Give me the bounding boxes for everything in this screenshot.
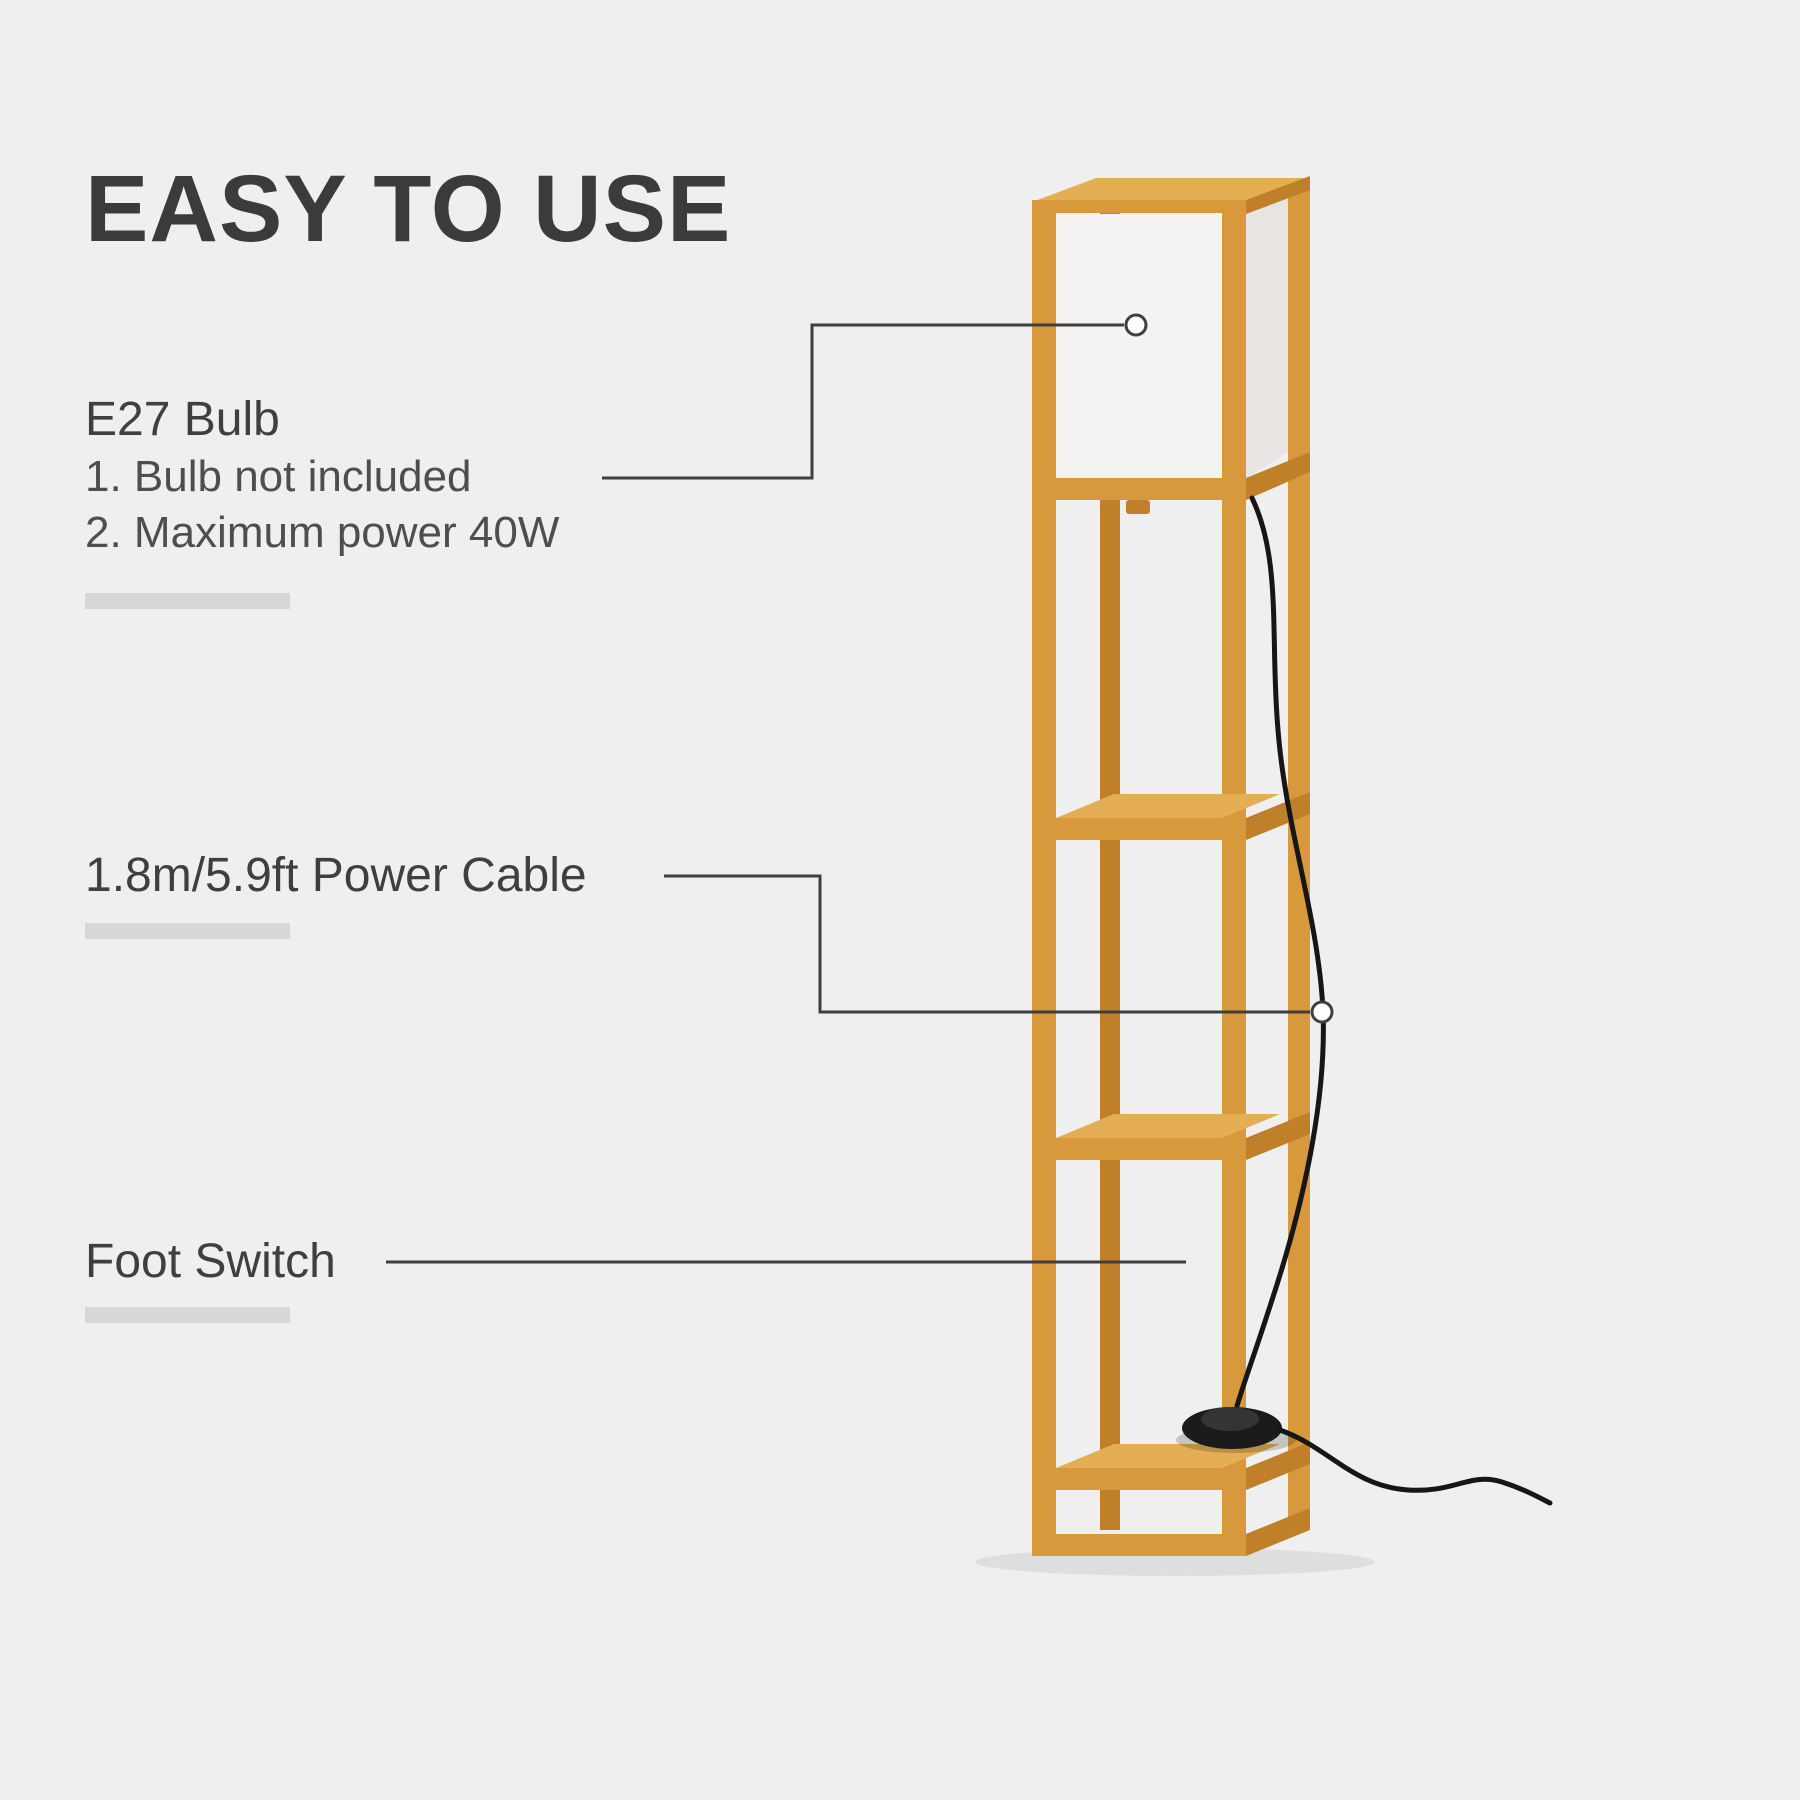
- shelf-1-side-bar: [1246, 792, 1310, 840]
- front-right-post: [1222, 202, 1246, 1556]
- shelf-1-front-bar: [1032, 818, 1246, 840]
- divider-bar: [85, 593, 290, 610]
- foot-switch: [1176, 1407, 1296, 1453]
- shelf-2-front-bar: [1032, 1138, 1246, 1160]
- top-cap-front-lip: [1032, 200, 1246, 213]
- callout-bulb: E27 Bulb 1. Bulb not included 2. Maximum…: [85, 392, 560, 610]
- back-left-post: [1100, 190, 1120, 1530]
- foot-switch-shadow: [1176, 1427, 1296, 1453]
- shelf-lamp: [1032, 176, 1310, 1556]
- callout-power-cable: 1.8m/5.9ft Power Cable: [85, 848, 587, 939]
- bulb-leader-line: [602, 323, 1124, 480]
- bottom-shelf-side-bar: [1246, 1442, 1310, 1490]
- top-cap-surface: [1032, 178, 1310, 202]
- callout-bulb-note-2: 2. Maximum power 40W: [85, 507, 560, 557]
- foot-switch-base: [1182, 1407, 1282, 1449]
- lampshade-front-panel: [1056, 214, 1222, 478]
- callout-foot-switch: Foot Switch: [85, 1234, 336, 1323]
- callout-foot-switch-heading: Foot Switch: [85, 1235, 336, 1288]
- shelf-1-surface: [1056, 794, 1280, 818]
- top-cap-side: [1246, 176, 1310, 214]
- front-left-post: [1032, 202, 1056, 1556]
- divider-bar: [85, 922, 290, 939]
- base-front-bar: [1032, 1534, 1246, 1556]
- ground-shadow: [975, 1548, 1375, 1576]
- lampshade-bottom-side-bar: [1246, 452, 1310, 500]
- divider-bar: [85, 1306, 290, 1323]
- lampshade-side-panel: [1246, 196, 1288, 478]
- power-cable-outlet-end: [1277, 1427, 1553, 1506]
- back-right-post: [1288, 182, 1310, 1530]
- callout-bulb-heading: E27 Bulb: [85, 393, 280, 446]
- callout-bulb-note-1: 1. Bulb not included: [85, 451, 472, 501]
- bottom-shelf-surface: [1056, 1444, 1280, 1468]
- base-side-bar: [1246, 1508, 1310, 1556]
- lampshade-bottom-bar: [1032, 478, 1246, 500]
- shelf-2-surface: [1056, 1114, 1280, 1138]
- callout-power-cable-heading: 1.8m/5.9ft Power Cable: [85, 849, 587, 902]
- bulb-socket: [1126, 500, 1150, 514]
- bulb-marker-dot: [1124, 313, 1148, 337]
- foot-switch-button: [1201, 1407, 1259, 1431]
- page-title: EASY TO USE: [85, 156, 732, 262]
- shelf-2-side-bar: [1246, 1112, 1310, 1160]
- cable-leader-line: [664, 874, 1310, 1014]
- power-cable: [1234, 495, 1326, 1409]
- cable-marker-dot: [1310, 1000, 1334, 1024]
- bottom-shelf-front-bar: [1032, 1468, 1246, 1490]
